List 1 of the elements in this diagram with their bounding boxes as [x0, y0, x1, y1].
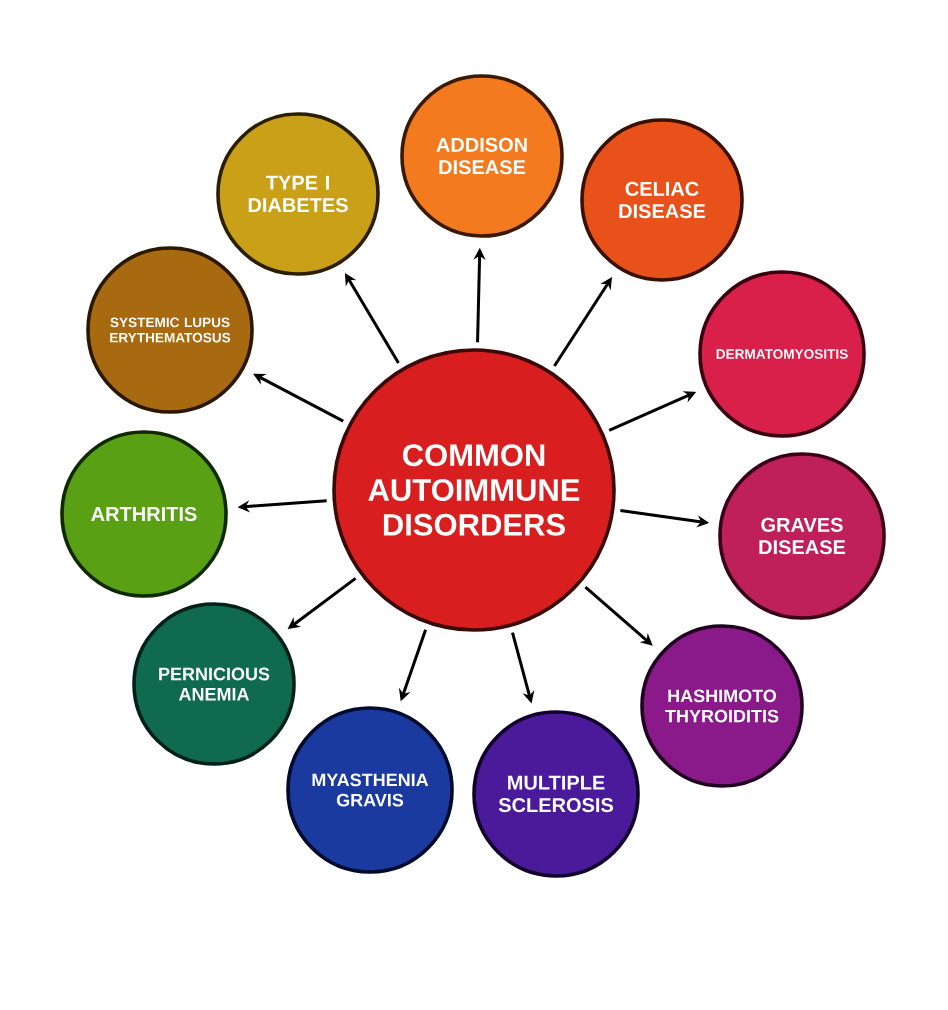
- arrow: [584, 585, 653, 646]
